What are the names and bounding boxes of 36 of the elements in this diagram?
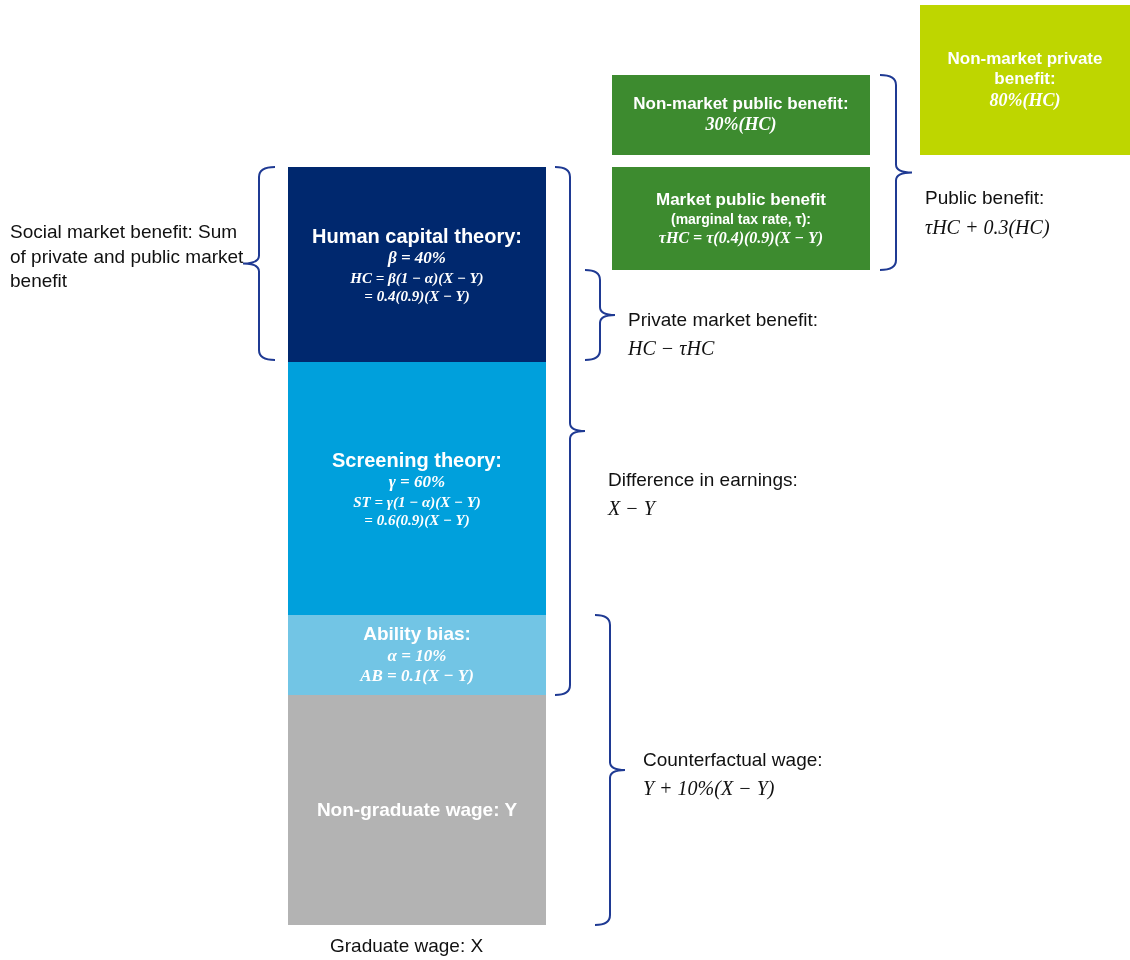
box-heading: Ability bias: xyxy=(363,623,471,646)
formula-label: X − Y xyxy=(608,496,658,521)
formula-label: HC − τHC xyxy=(628,336,716,361)
annotation-text: Graduate wage: X xyxy=(330,934,485,958)
annotation-text: Counterfactual wage: xyxy=(643,748,824,772)
benefit-box xyxy=(920,5,1130,155)
box-heading: (marginal tax rate, τ): xyxy=(670,210,812,228)
formula-text: = 0.4(0.9)(X − Y) xyxy=(364,286,470,305)
formula-text: β = 40% xyxy=(387,248,447,269)
formula-text: τHC = τ(0.4)(0.9)(X − Y) xyxy=(658,227,824,247)
annotation-text: Social market benefit: Sum of private and public market benefit xyxy=(10,220,245,294)
annotation-text: Difference in earnings: xyxy=(608,468,799,492)
formula-text: = 0.6(0.9)(X − Y) xyxy=(364,510,470,529)
formula-label: Y + 10%(X − Y) xyxy=(643,776,776,801)
stacked-segment xyxy=(288,362,546,615)
box-heading: Market public benefit xyxy=(656,190,826,211)
benefit-box xyxy=(612,75,870,155)
formula-text: 80%(HC) xyxy=(989,89,1061,112)
formula-text: α = 10% xyxy=(387,646,447,667)
box-heading: Non-market public benefit: xyxy=(633,94,849,115)
formula-text: AB = 0.1(X − Y) xyxy=(360,666,474,687)
box-heading: Non-market private benefit: xyxy=(946,48,1104,90)
box-heading: Human capital theory: xyxy=(311,224,522,249)
stacked-segment xyxy=(288,615,546,695)
annotation-text: Private market benefit: xyxy=(628,308,820,332)
box-heading: Non-graduate wage: Y xyxy=(316,798,518,822)
formula-text: ST = γ(1 − α)(X − Y) xyxy=(353,492,481,511)
stacked-segment xyxy=(288,695,546,925)
box-heading: Screening theory: xyxy=(331,448,502,473)
benefit-box xyxy=(612,167,870,270)
formula-text: γ = 60% xyxy=(388,472,446,493)
formula-text: HC = β(1 − α)(X − Y) xyxy=(350,268,484,287)
formula-label: τHC + 0.3(HC) xyxy=(925,215,1051,240)
stacked-segment xyxy=(288,167,546,362)
formula-text: 30%(HC) xyxy=(705,114,777,136)
annotation-text: Public benefit: xyxy=(925,186,1046,210)
